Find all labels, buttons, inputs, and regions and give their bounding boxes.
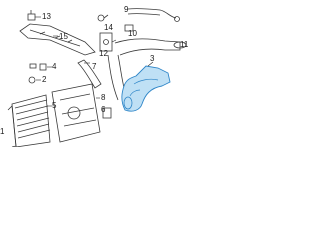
deflector-bracket-part	[19, 23, 96, 56]
callout-15: 15	[59, 32, 68, 41]
callout-7: 7	[92, 62, 97, 71]
callout-14: 14	[104, 23, 113, 32]
callout-8: 8	[101, 93, 106, 102]
clip-part-4	[29, 63, 47, 71]
callout-10: 10	[128, 29, 137, 38]
sensor-part-10	[124, 24, 134, 32]
air-duct-part-3-highlighted	[121, 65, 171, 112]
callout-1: 1	[0, 127, 5, 136]
callout-13: 13	[42, 12, 51, 21]
callout-3: 3	[150, 54, 155, 63]
intercooler-part-1	[7, 94, 51, 147]
leader-lines	[35, 16, 154, 107]
sensor-part-8	[102, 107, 112, 119]
hose-part-9	[127, 8, 180, 22]
callout-9: 9	[124, 5, 129, 14]
hose-part-7	[77, 59, 102, 89]
callout-4: 4	[52, 62, 57, 71]
callout-5: 5	[52, 101, 57, 110]
callout-6: 6	[101, 105, 106, 114]
callout-2: 2	[42, 75, 47, 84]
clamp-part-14	[97, 14, 109, 22]
shroud-frame-part-5	[51, 83, 101, 143]
callout-12: 12	[99, 49, 108, 58]
bolt-part-2	[28, 76, 36, 84]
parts-diagram	[7, 8, 187, 147]
bolt-part-13	[27, 10, 36, 21]
callout-11: 11	[180, 40, 189, 49]
